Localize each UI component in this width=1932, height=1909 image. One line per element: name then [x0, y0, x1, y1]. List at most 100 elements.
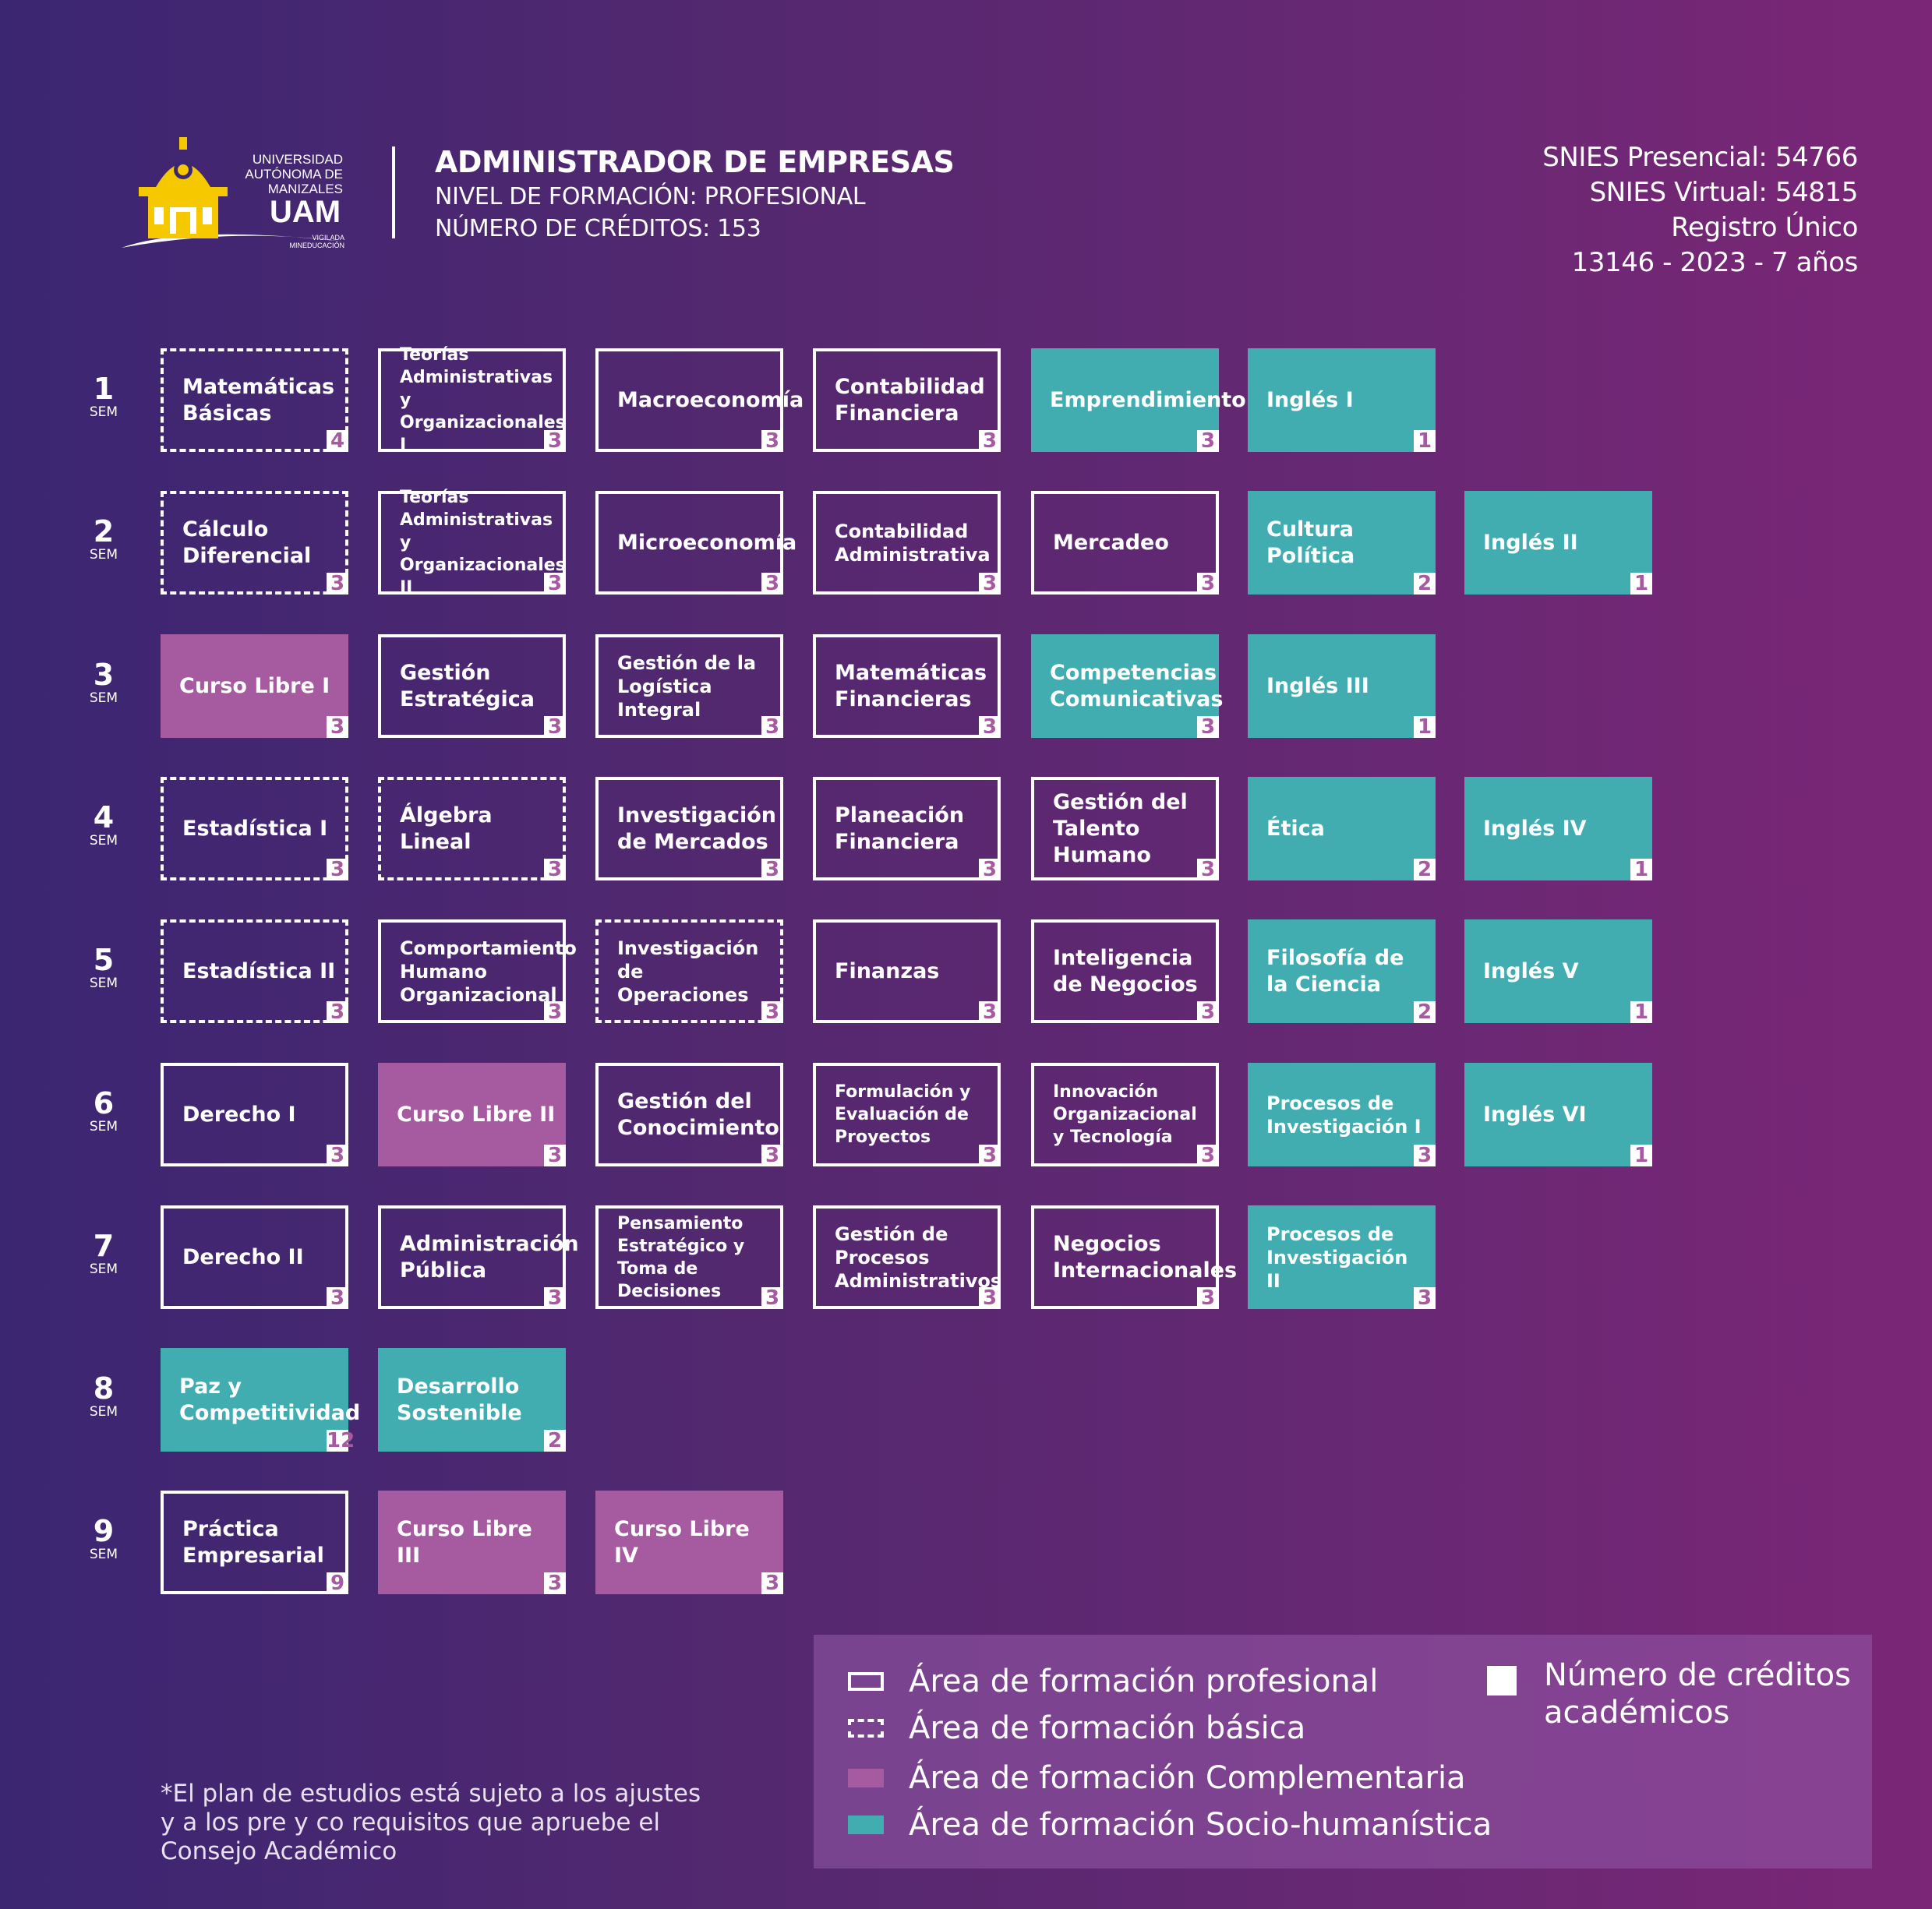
course-name: Inteligencia de Negocios: [1053, 945, 1198, 997]
semester-abbrev: SEM: [89, 404, 118, 420]
semester-abbrev: SEM: [89, 547, 118, 563]
legend-label-profesional: Área de formación profesional: [909, 1664, 1379, 1699]
course-credits-badge: 3: [761, 716, 783, 738]
course-credits-badge: 3: [327, 573, 348, 595]
course-credits-badge: 3: [979, 1145, 1001, 1166]
course-name: Procesos de Investigación II: [1266, 1223, 1408, 1292]
legend-item-complementaria: Área de formación Complementaria: [848, 1760, 1466, 1796]
legend-swatch-credits: [1487, 1666, 1517, 1696]
course-credits-badge: 3: [761, 573, 783, 595]
course-name: Filosofía de la Ciencia: [1266, 945, 1404, 997]
semester-number: 6: [93, 1086, 115, 1120]
course-credits-badge: 3: [1197, 1287, 1219, 1309]
course-credits-badge: 1: [1630, 1145, 1652, 1166]
course-credits-badge: 1: [1414, 716, 1436, 738]
course-name: Mercadeo: [1053, 530, 1169, 555]
course-credits-badge: 3: [761, 1572, 783, 1594]
semester-number: 7: [93, 1229, 115, 1263]
legend-swatch-profesional: [848, 1672, 884, 1691]
logo-acronym: UAM: [270, 195, 341, 229]
semester-abbrev: SEM: [89, 976, 118, 991]
legend-swatch-basica: [848, 1719, 884, 1738]
course-name: Innovación Organizacional y Tecnología: [1053, 1082, 1197, 1147]
course-credits-badge: 3: [327, 1287, 348, 1309]
semester-abbrev: SEM: [89, 1404, 118, 1420]
program-title: ADMINISTRADOR DE EMPRESAS: [435, 145, 955, 179]
legend-label-socio: Área de formación Socio-humanística: [909, 1807, 1492, 1843]
course-credits-badge: 3: [761, 1287, 783, 1309]
course-name: Teorías Administrativas y Organizacional…: [400, 345, 566, 455]
semester-number: 8: [93, 1371, 115, 1406]
course-name: Álgebra Lineal: [400, 803, 493, 854]
course-name: Gestión de Procesos Administrativos: [835, 1223, 1002, 1292]
course-name: Inglés III: [1266, 673, 1369, 698]
course-card: Álgebra Lineal 3: [378, 777, 566, 880]
course-credits-badge: 3: [979, 1287, 1001, 1309]
course-credits-badge: 3: [1414, 1287, 1436, 1309]
course-name: Cultura Política: [1266, 517, 1355, 568]
semester-number: 2: [93, 514, 115, 549]
course-card: Contabilidad Financiera 3: [813, 348, 1001, 452]
semester-abbrev: SEM: [89, 1261, 118, 1277]
course-credits-badge: 2: [1414, 1001, 1436, 1023]
course-name: Inglés II: [1483, 530, 1578, 555]
course-name: Estadística II: [182, 958, 336, 983]
course-credits-badge: 3: [544, 430, 566, 452]
course-card: Planeación Financiera 3: [813, 777, 1001, 880]
course-card: Mercadeo 3: [1031, 491, 1219, 595]
course-credits-badge: 3: [761, 1145, 783, 1166]
course-credits-badge: 1: [1630, 859, 1652, 880]
course-credits-badge: 1: [1414, 430, 1436, 452]
course-credits-badge: 2: [1414, 859, 1436, 880]
course-name: Negocios Internacionales: [1053, 1231, 1238, 1283]
registro-unico: Registro Único: [1671, 212, 1858, 243]
course-credits-badge: 3: [1197, 573, 1219, 595]
course-name: Planeación Financiera: [835, 803, 965, 854]
course-name: Formulación y Evaluación de Proyectos: [835, 1082, 971, 1147]
course-credits-badge: 3: [544, 859, 566, 880]
legend-swatch-complementaria: [848, 1769, 884, 1787]
course-credits-badge: 3: [979, 716, 1001, 738]
course-credits-badge: 3: [544, 716, 566, 738]
course-card: Teorías Administrativas y Organizacional…: [378, 345, 566, 455]
course-credits-badge: 3: [544, 1145, 566, 1166]
course-name: Procesos de Investigación I: [1266, 1092, 1422, 1138]
course-name: Contabilidad Financiera: [835, 374, 985, 425]
course-credits-badge: 9: [327, 1572, 348, 1594]
course-credits-badge: 3: [1197, 716, 1219, 738]
course-name: Macroeconomía: [617, 387, 804, 412]
course-card: Curso Libre II 3: [378, 1063, 566, 1166]
course-credits-badge: 3: [544, 1001, 566, 1023]
semester-number: 9: [93, 1514, 115, 1548]
course-credits-badge: 3: [979, 859, 1001, 880]
snies-virtual: SNIES Virtual: 54815: [1589, 177, 1859, 208]
course-credits-badge: 3: [327, 859, 348, 880]
course-name: Microeconomía: [617, 530, 797, 555]
course-credits-badge: 3: [979, 430, 1001, 452]
course-name: Curso Libre II: [397, 1102, 556, 1127]
snies-presencial: SNIES Presencial: 54766: [1542, 142, 1858, 173]
course-credits-badge: 12: [327, 1429, 355, 1452]
